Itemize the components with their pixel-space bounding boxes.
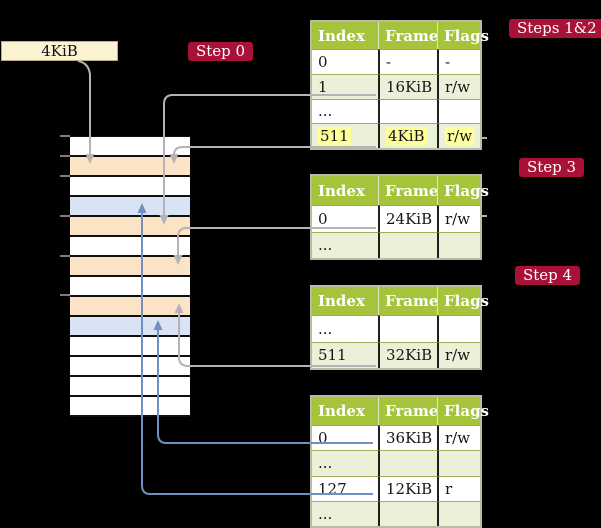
memory-tick bbox=[60, 215, 70, 217]
column-header: Frame bbox=[378, 287, 438, 315]
table-cell: 4KiB bbox=[378, 123, 437, 148]
table-cell bbox=[437, 231, 480, 258]
memory-frame-row-blue bbox=[70, 317, 190, 337]
table-cell: ... bbox=[312, 231, 378, 258]
table-cell: r/w bbox=[437, 73, 480, 99]
table-cell: r/w bbox=[437, 425, 480, 451]
table-cell: 127 bbox=[312, 475, 378, 501]
column-header: Flags bbox=[437, 176, 489, 205]
highlighted-value: 4KiB bbox=[386, 127, 427, 146]
table-cell bbox=[437, 450, 480, 476]
memory-frame-row-orange bbox=[70, 157, 190, 177]
memory-frame-row-white bbox=[70, 377, 190, 397]
column-header: Index bbox=[312, 22, 378, 49]
column-header: Flags bbox=[437, 22, 489, 49]
table-cell: r/w bbox=[437, 123, 480, 148]
step-4-badge: Step 4 bbox=[515, 266, 581, 285]
memory-tick bbox=[60, 155, 70, 157]
frame-size-label: 4KiB bbox=[1, 41, 118, 61]
table-cell: 0 bbox=[312, 425, 378, 451]
physical-memory-column bbox=[70, 136, 190, 417]
table-cell: 32KiB bbox=[378, 341, 437, 368]
table-cell bbox=[437, 500, 480, 526]
table-cell bbox=[378, 231, 437, 258]
table-cell: r/w bbox=[437, 205, 480, 232]
table-cell bbox=[378, 450, 437, 476]
memory-frame-row-white bbox=[70, 237, 190, 257]
table-cell: ... bbox=[312, 98, 378, 124]
memory-frame-row-blue bbox=[70, 197, 190, 217]
memory-tick bbox=[60, 175, 70, 177]
column-header: Flags bbox=[437, 397, 489, 425]
table-cell: ... bbox=[312, 500, 378, 526]
step-3-badge: Step 3 bbox=[519, 158, 585, 177]
highlighted-value: r/w bbox=[445, 127, 475, 146]
column-header: Index bbox=[312, 287, 378, 315]
table-cell: 16KiB bbox=[378, 73, 437, 99]
column-header: Index bbox=[312, 176, 378, 205]
table-cell: - bbox=[437, 49, 480, 74]
table-cell: r bbox=[437, 475, 480, 501]
memory-frame-row-white bbox=[70, 137, 190, 157]
table-cell bbox=[378, 98, 437, 124]
memory-frame-row-white bbox=[70, 397, 190, 417]
memory-tick bbox=[60, 255, 70, 257]
table-cell: r/w bbox=[437, 341, 480, 368]
table-cell: 511 bbox=[312, 123, 378, 148]
table-cell bbox=[437, 98, 480, 124]
memory-frame-row-white bbox=[70, 357, 190, 377]
memory-frame-row-white bbox=[70, 277, 190, 297]
step-0-badge: Step 0 bbox=[188, 42, 254, 61]
table-cell: 511 bbox=[312, 341, 378, 368]
column-header: Flags bbox=[437, 287, 489, 315]
table-cell: 12KiB bbox=[378, 475, 437, 501]
table-cell: - bbox=[378, 49, 437, 74]
table-cell: ... bbox=[312, 315, 378, 342]
column-header: Frame bbox=[378, 176, 438, 205]
memory-tick bbox=[60, 294, 70, 296]
table-cell: 24KiB bbox=[378, 205, 437, 232]
table-cell bbox=[378, 315, 437, 342]
memory-frame-row-orange bbox=[70, 257, 190, 277]
memory-frame-row-orange bbox=[70, 297, 190, 317]
column-header: Frame bbox=[378, 397, 438, 425]
table-cell bbox=[437, 315, 480, 342]
column-header: Index bbox=[312, 397, 378, 425]
table-cell: ... bbox=[312, 450, 378, 476]
column-header: Frame bbox=[378, 22, 438, 49]
memory-tick bbox=[60, 135, 70, 137]
highlighted-value: 511 bbox=[318, 127, 351, 146]
table-cell: 0 bbox=[312, 49, 378, 74]
memory-frame-row-orange bbox=[70, 217, 190, 237]
table-cell: 36KiB bbox=[378, 425, 437, 451]
table-cell: 1 bbox=[312, 73, 378, 99]
table-cell: 0 bbox=[312, 205, 378, 232]
table-cell bbox=[378, 500, 437, 526]
memory-frame-row-white bbox=[70, 177, 190, 197]
memory-frame-row-white bbox=[70, 337, 190, 357]
steps-1-2-badge: Steps 1&2 bbox=[509, 19, 601, 38]
